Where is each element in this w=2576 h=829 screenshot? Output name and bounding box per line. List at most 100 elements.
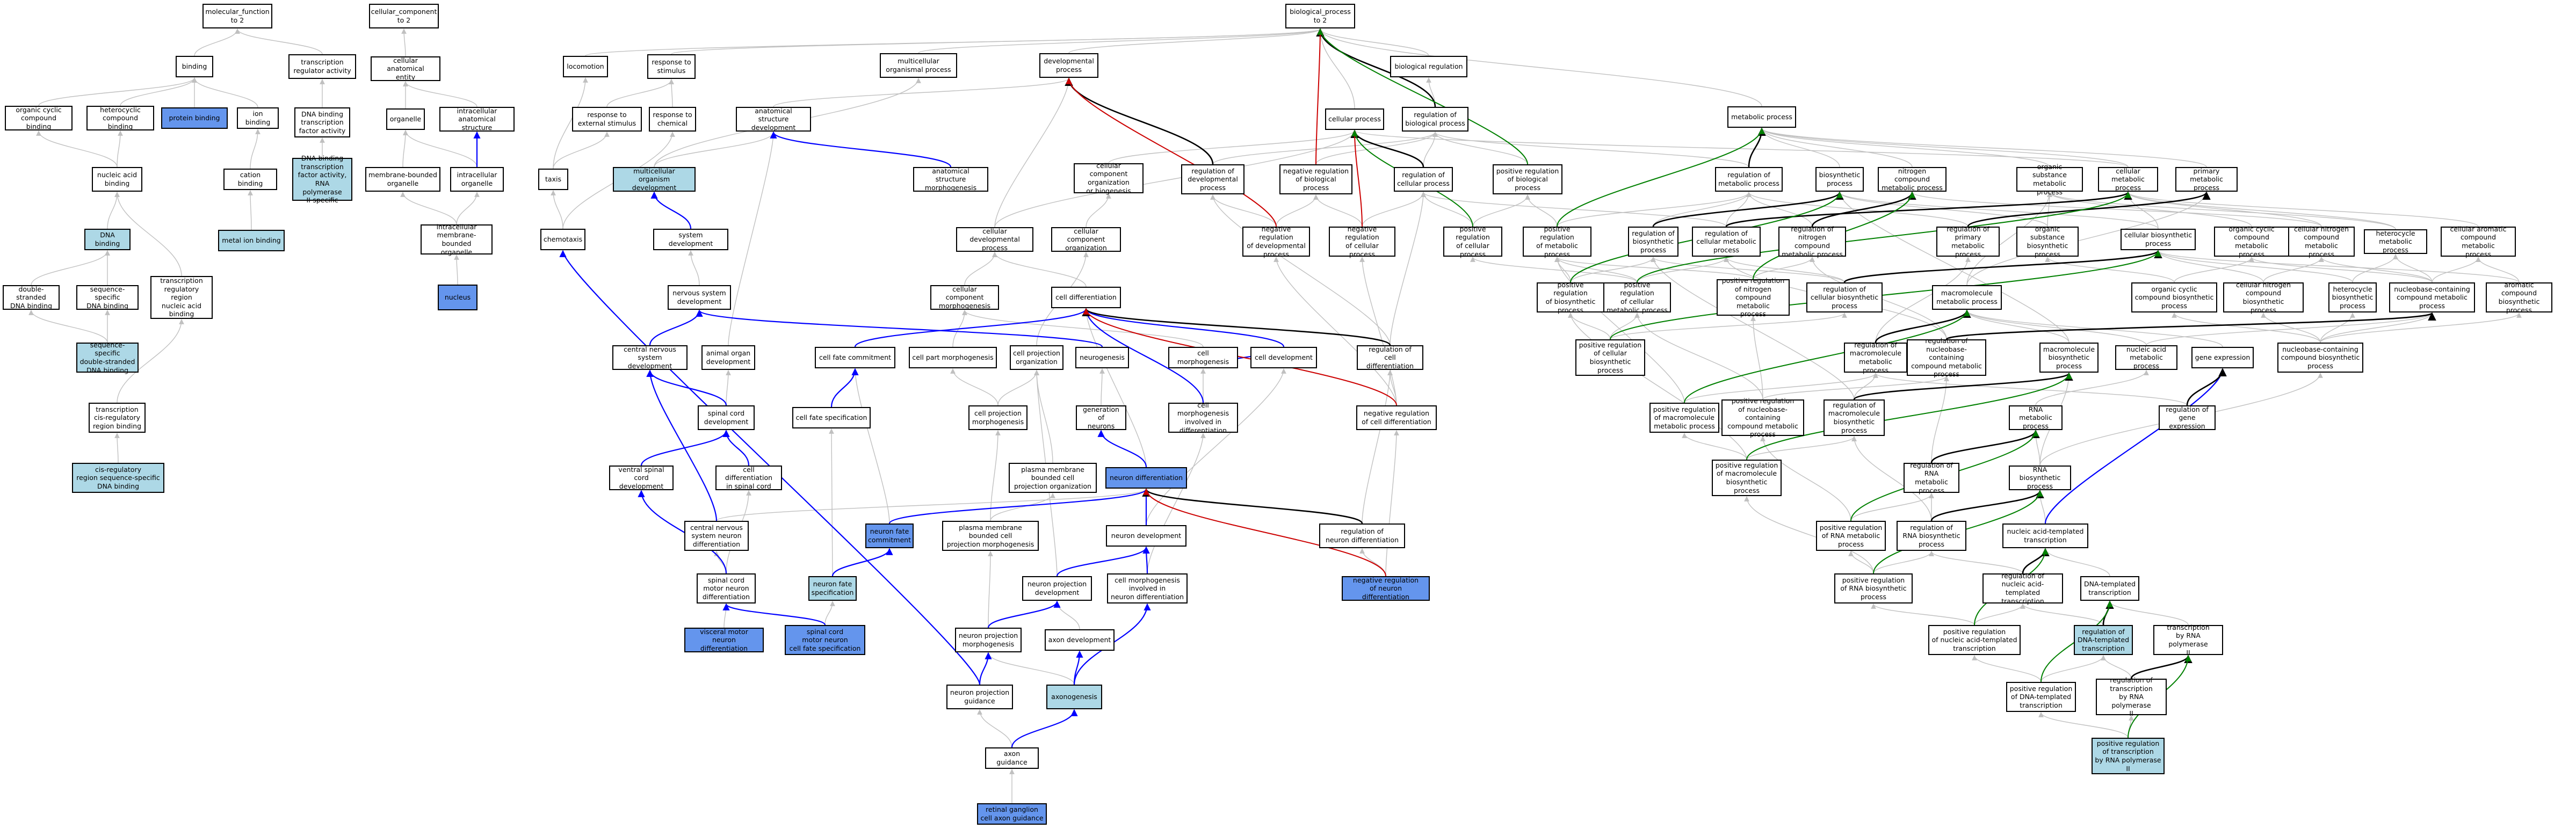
- go-term-spinal-cord-motor-neuron-differentiation[interactable]: spinal cord motor neuron differentiation: [697, 573, 756, 603]
- go-term-regulation-of-nucleic-acid-templated-transcription[interactable]: regulation of nucleic acid-templated tra…: [1982, 572, 2063, 605]
- go-term-membrane-bounded-organelle[interactable]: membrane-bounded organelle: [365, 167, 440, 192]
- go-term-biosynthetic-process[interactable]: biosynthetic process: [1815, 167, 1864, 192]
- go-term-neuron-development[interactable]: neuron development: [1106, 525, 1186, 547]
- go-term-primary-metabolic-process[interactable]: primary metabolic process: [2175, 167, 2238, 192]
- go-term-cellular-anatomical-entity[interactable]: cellular anatomical entity: [371, 56, 440, 81]
- go-term-cell-morphogenesis[interactable]: cell morphogenesis: [1168, 347, 1238, 368]
- go-term-positive-regulation-of-cellular-metabolic-process[interactable]: positive regulation of cellular metaboli…: [1603, 281, 1671, 314]
- go-term-ion-binding[interactable]: ion binding: [237, 107, 279, 129]
- go-term-biological-regulation[interactable]: biological regulation: [1390, 56, 1467, 77]
- go-term-neuron-projection-development[interactable]: neuron projection development: [1022, 576, 1092, 601]
- go-term-nucleic-acid-metabolic-process[interactable]: nucleic acid metabolic process: [2115, 345, 2177, 370]
- go-term-axonogenesis[interactable]: axonogenesis: [1046, 685, 1102, 709]
- go-term-response-to-stimulus[interactable]: response to stimulus: [647, 54, 696, 79]
- go-term-organic-substance-biosynthetic-process[interactable]: organic substance biosynthetic process: [2016, 225, 2079, 258]
- go-term-cell-differentiation[interactable]: cell differentiation: [1051, 287, 1121, 308]
- go-term-intracellular-anatomical-structure[interactable]: intracellular anatomical structure: [439, 107, 515, 132]
- go-term-transcription-by-rna-polymerase-ii[interactable]: transcription by RNA polymerase II: [2153, 623, 2223, 657]
- go-term-organelle[interactable]: organelle: [386, 108, 425, 130]
- go-term-negative-regulation-of-neuron-differentiation[interactable]: negative regulation of neuron differenti…: [1342, 576, 1430, 601]
- go-term-axon-guidance[interactable]: axon guidance: [985, 747, 1039, 769]
- go-term-intracellular-organelle[interactable]: intracellular organelle: [450, 167, 504, 192]
- go-term-nucleic-acid-binding[interactable]: nucleic acid binding: [92, 167, 142, 192]
- go-term-positive-regulation-of-rna-biosynthetic-process[interactable]: positive regulation of RNA biosynthetic …: [1834, 573, 1913, 603]
- go-term-central-nervous-system-neuron-differentiation[interactable]: central nervous system neuron differenti…: [684, 521, 749, 551]
- go-term-regulation-of-neuron-differentiation[interactable]: regulation of neuron differentiation: [1319, 523, 1405, 548]
- go-term-neuron-fate-specification[interactable]: neuron fate specification: [808, 576, 857, 601]
- go-term-cellular-process[interactable]: cellular process: [1325, 108, 1384, 130]
- go-term-positive-regulation-of-macromolecule-metabolic-process[interactable]: positive regulation of macromolecule met…: [1649, 403, 1719, 433]
- go-term-cellular-aromatic-compound-metabolic-process[interactable]: cellular aromatic compound metabolic pro…: [2441, 225, 2516, 258]
- go-term-positive-regulation-of-metabolic-process[interactable]: positive regulation of metabolic process: [1523, 225, 1591, 258]
- go-term-cell-differentiation-in-spinal-cord[interactable]: cell differentiation in spinal cord: [715, 466, 782, 490]
- go-term-axon-development[interactable]: axon development: [1045, 629, 1115, 651]
- go-term-developmental-process[interactable]: developmental process: [1039, 53, 1098, 78]
- go-term-multicellular-organismal-process[interactable]: multicellular organismal process: [880, 53, 957, 78]
- go-term-neuron-projection-guidance[interactable]: neuron projection guidance: [946, 685, 1013, 709]
- go-term-cell-part-morphogenesis[interactable]: cell part morphogenesis: [909, 347, 997, 368]
- go-term-nitrogen-compound-metabolic-process[interactable]: nitrogen compound metabolic process: [1878, 167, 1947, 192]
- go-term-cellular-metabolic-process[interactable]: cellular metabolic process: [2098, 167, 2158, 192]
- go-term-cellular-component-organization[interactable]: cellular component organization: [1051, 227, 1121, 252]
- go-term-anatomical-structure-development[interactable]: anatomical structure development: [736, 107, 811, 132]
- go-term-regulation-of-rna-metabolic-process[interactable]: regulation of RNA metabolic process: [1904, 461, 1959, 495]
- go-term-regulation-of-cellular-metabolic-process[interactable]: regulation of cellular metabolic process: [1692, 227, 1761, 257]
- go-term-cellular-biosynthetic-process[interactable]: cellular biosynthetic process: [2121, 229, 2196, 250]
- go-term-cation-binding[interactable]: cation binding: [223, 169, 277, 190]
- go-term-regulation-of-rna-biosynthetic-process[interactable]: regulation of RNA biosynthetic process: [1897, 521, 1966, 551]
- go-term-molecular-function[interactable]: molecular_function to 2: [202, 4, 272, 28]
- go-term-regulation-of-nucleobase-containing-compound-metabolic-process[interactable]: regulation of nucleobase-containing comp…: [1907, 337, 1986, 378]
- go-term-dna-templated-transcription[interactable]: DNA-templated transcription: [2080, 576, 2139, 601]
- go-term-sequence-specific-dna-binding[interactable]: sequence-specific DNA binding: [76, 285, 139, 310]
- go-term-regulation-of-biological-process[interactable]: regulation of biological process: [1402, 107, 1468, 132]
- go-term-neuron-projection-morphogenesis[interactable]: neuron projection morphogenesis: [955, 628, 1022, 652]
- go-term-cellular-component-morphogenesis[interactable]: cellular component morphogenesis: [930, 285, 999, 310]
- go-term-response-to-external-stimulus[interactable]: response to external stimulus: [572, 107, 642, 132]
- go-term-positive-regulation-of-nucleobase-containing-compound-metabolic-process[interactable]: positive regulation of nucleobase-contai…: [1721, 397, 1804, 438]
- go-term-regulation-of-metabolic-process[interactable]: regulation of metabolic process: [1715, 167, 1783, 192]
- go-term-regulation-of-nitrogen-compound-metabolic-process[interactable]: regulation of nitrogen compound metaboli…: [1778, 225, 1846, 258]
- go-term-cellular-nitrogen-compound-metabolic-process[interactable]: cellular nitrogen compound metabolic pro…: [2288, 225, 2355, 258]
- go-term-visceral-motor-neuron-differentiation[interactable]: visceral motor neuron differentiation: [684, 628, 764, 652]
- go-term-cellular-developmental-process[interactable]: cellular developmental process: [956, 227, 1033, 252]
- go-term-nervous-system-development[interactable]: nervous system development: [668, 285, 731, 310]
- go-term-negative-regulation-of-cellular-process[interactable]: negative regulation of cellular process: [1329, 225, 1395, 258]
- go-term-cell-development[interactable]: cell development: [1250, 347, 1317, 368]
- go-term-organic-cyclic-compound-biosynthetic-process[interactable]: organic cyclic compound biosynthetic pro…: [2131, 282, 2217, 312]
- go-term-transcription-regulatory-region-nucleic-acid-binding[interactable]: transcription regulatory region nucleic …: [150, 276, 213, 319]
- go-term-regulation-of-cellular-process[interactable]: regulation of cellular process: [1394, 167, 1453, 192]
- go-term-transcription-cis-regulatory-region-binding[interactable]: transcription cis-regulatory region bind…: [89, 403, 146, 433]
- go-term-positive-regulation-of-nucleic-acid-templated-transcription[interactable]: positive regulation of nucleic acid-temp…: [1928, 625, 2021, 655]
- go-term-regulation-of-macromolecule-biosynthetic-process[interactable]: regulation of macromolecule biosynthetic…: [1824, 399, 1885, 436]
- go-term-chemotaxis[interactable]: chemotaxis: [540, 229, 585, 250]
- go-term-cellular-nitrogen-compound-biosynthetic-process[interactable]: cellular nitrogen compound biosynthetic …: [2223, 281, 2304, 314]
- go-term-negative-regulation-of-cell-differentiation[interactable]: negative regulation of cell differentiat…: [1356, 405, 1437, 430]
- go-term-regulation-of-transcription-by-rna-polymerase-ii[interactable]: regulation of transcription by RNA polym…: [2096, 676, 2167, 717]
- go-term-regulation-of-gene-expression[interactable]: regulation of gene expression: [2159, 405, 2216, 430]
- go-term-positive-regulation-of-biosynthetic-process[interactable]: positive regulation of biosynthetic proc…: [1537, 281, 1604, 314]
- go-term-aromatic-compound-biosynthetic-process[interactable]: aromatic compound biosynthetic process: [2486, 281, 2552, 314]
- go-term-neuron-fate-commitment[interactable]: neuron fate commitment: [865, 523, 914, 548]
- go-term-central-nervous-system-development[interactable]: central nervous system development: [612, 345, 688, 370]
- go-term-heterocycle-biosynthetic-process[interactable]: heterocycle biosynthetic process: [2328, 282, 2377, 312]
- go-term-dna-binding-tf-rnap2[interactable]: DNA-binding transcription factor activit…: [292, 154, 352, 204]
- go-term-cellular-component-organization-or-biogenesis[interactable]: cellular component organization or bioge…: [1074, 162, 1144, 195]
- go-term-cell-morphogenesis-involved-in-neuron-differentiation[interactable]: cell morphogenesis involved in neuron di…: [1107, 573, 1188, 603]
- go-term-response-to-chemical[interactable]: response to chemical: [649, 107, 696, 132]
- go-term-sequence-specific-double-stranded-dna-binding[interactable]: sequence-specific double-stranded DNA bi…: [76, 341, 139, 374]
- go-term-intracellular-membrane-bounded-organelle[interactable]: intracellular membrane-bounded organelle: [421, 223, 493, 256]
- go-term-organic-cyclic-compound-metabolic-process[interactable]: organic cyclic compound metabolic proces…: [2214, 225, 2289, 258]
- go-term-cell-fate-commitment[interactable]: cell fate commitment: [815, 347, 895, 368]
- go-term-regulation-of-macromolecule-metabolic-process[interactable]: regulation of macromolecule metabolic pr…: [1844, 341, 1907, 374]
- go-term-regulation-of-cellular-biosynthetic-process[interactable]: regulation of cellular biosynthetic proc…: [1806, 282, 1883, 312]
- go-term-protein-binding[interactable]: protein binding: [161, 107, 228, 129]
- go-term-spinal-cord-development[interactable]: spinal cord development: [698, 405, 755, 430]
- go-term-nucleobase-containing-compound-metabolic-process[interactable]: nucleobase-containing compound metabolic…: [2389, 282, 2475, 312]
- go-term-macromolecule-biosynthetic-process[interactable]: macromolecule biosynthetic process: [2039, 343, 2099, 373]
- go-term-biological-process[interactable]: biological_process to 2: [1285, 4, 1355, 28]
- go-term-nucleic-acid-templated-transcription[interactable]: nucleic acid-templated transcription: [2002, 523, 2088, 548]
- go-term-double-stranded-dna-binding[interactable]: double-stranded DNA binding: [3, 285, 60, 310]
- go-term-spinal-cord-motor-neuron-cell-fate-specification[interactable]: spinal cord motor neuron cell fate speci…: [785, 625, 865, 655]
- go-term-negative-regulation-of-biological-process[interactable]: negative regulation of biological proces…: [1279, 164, 1352, 194]
- go-term-generation-of-neurons[interactable]: generation of neurons: [1076, 405, 1126, 430]
